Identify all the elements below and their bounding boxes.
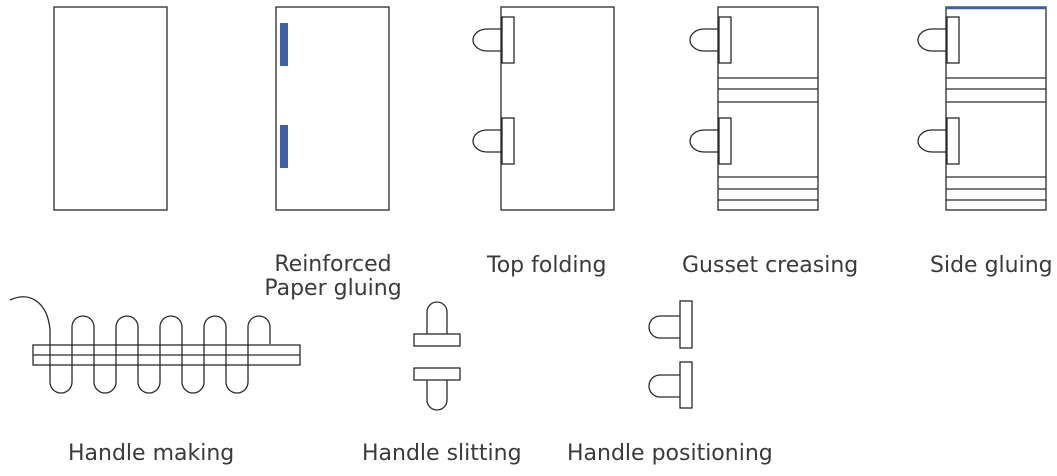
handle-positioning-figure — [648, 300, 693, 409]
label-handle-slitting: Handle slitting — [362, 441, 522, 466]
label-gusset-creasing: Gusset creasing — [682, 253, 859, 278]
label-top-folding: Top folding — [487, 253, 607, 278]
reinforcement-strip-bottom — [280, 125, 288, 168]
side-gluing-sheet — [917, 6, 1047, 211]
reinforcement-strip-top — [280, 23, 288, 66]
paper-sheet — [53, 6, 168, 211]
label-line-1: Reinforced — [274, 252, 392, 277]
label-line-2: Paper gluing — [264, 276, 402, 301]
gusset-creasing-sheet — [689, 6, 819, 211]
label-handle-making: Handle making — [68, 441, 235, 466]
reinforced-sheet — [275, 6, 390, 211]
label-handle-positioning: Handle positioning — [567, 441, 773, 466]
handle-slitting-figure — [413, 301, 461, 411]
handle-making-figure — [9, 296, 301, 394]
label-reinforced-paper-gluing: Reinforced Paper gluing — [263, 253, 403, 301]
label-side-gluing: Side gluing — [930, 253, 1053, 278]
top-folding-sheet — [472, 6, 615, 211]
